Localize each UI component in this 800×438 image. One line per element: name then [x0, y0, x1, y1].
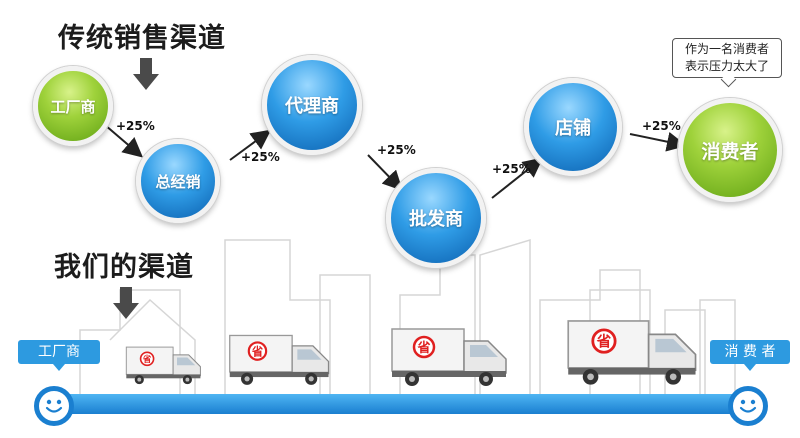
flow-arrow-icon [367, 154, 403, 191]
consumer-tag: 消 费 者 [710, 340, 790, 371]
node-agent-label: 代理商 [285, 96, 339, 117]
node-distributor: 总经销 [136, 139, 220, 223]
truck-badge-text: 省 [596, 333, 612, 351]
truck-badge-text: 省 [251, 344, 263, 358]
markup-label: +25% [642, 119, 681, 133]
markup-label: +25% [492, 162, 531, 176]
flow-arrow-icon [229, 129, 272, 161]
node-store: 店铺 [524, 78, 622, 176]
truck-badge-text: 省 [416, 340, 430, 356]
flow-arrow-icon [104, 124, 144, 158]
node-factory-label: 工厂商 [50, 97, 96, 116]
truck-icon: 省 [229, 334, 330, 385]
node-agent: 代理商 [262, 55, 362, 155]
down-arrow-icon [113, 287, 139, 319]
node-consumer-label: 消费者 [701, 140, 759, 163]
markup-label: +25% [116, 119, 155, 133]
node-consumer: 消费者 [678, 98, 782, 202]
truck-icon: 省 [125, 346, 201, 385]
node-factory: 工厂商 [33, 66, 113, 146]
down-arrow-icon [133, 58, 159, 90]
node-wholesaler: 批发商 [386, 168, 486, 268]
truck-icon: 省 [567, 320, 697, 385]
node-wholesaler-label: 批发商 [409, 209, 463, 230]
node-distributor-label: 总经销 [155, 172, 201, 191]
flow-arrow-icon [629, 131, 687, 152]
flow-arrow-icon [491, 157, 544, 199]
smiley-icon [34, 386, 74, 426]
smiley-icon [728, 386, 768, 426]
bubble-line-2: 表示压力太大了 [684, 59, 769, 73]
markup-label: +25% [241, 150, 280, 164]
truck-badge-text: 省 [142, 354, 152, 364]
direct-channel-road [52, 394, 752, 414]
markup-label: +25% [377, 143, 416, 157]
node-store-label: 店铺 [555, 118, 591, 139]
our-channel-title: 我们的渠道 [54, 252, 194, 283]
traditional-channel-title: 传统销售渠道 [58, 23, 226, 54]
bubble-line-1: 作为一名消费者 [684, 42, 769, 56]
factory-tag: 工厂商 [18, 340, 100, 371]
consumer-speech-bubble: 作为一名消费者 表示压力太大了 [672, 38, 782, 78]
truck-icon: 省 [391, 328, 507, 386]
